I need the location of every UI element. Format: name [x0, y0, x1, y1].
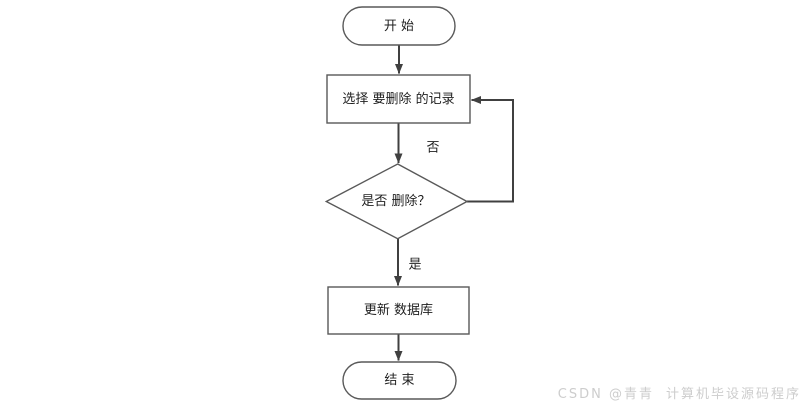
end-node-label: 结 束 [384, 373, 414, 388]
end-node [342, 361, 457, 400]
start-node-label: 开 始 [384, 19, 414, 34]
decision-node [324, 163, 469, 240]
edge-label-no: 否 [426, 141, 439, 156]
edge-label-yes: 是 [408, 258, 421, 273]
watermark-tagline: 计算机毕设源码程序 [665, 387, 801, 402]
start-node [342, 6, 456, 46]
select-record-node [326, 74, 471, 124]
watermark: CSDN @青青 计算机毕设源码程序 [558, 383, 801, 402]
update-database-node [327, 286, 470, 335]
edge-no-loopback [467, 96, 514, 203]
watermark-brand: CSDN @青青 [557, 387, 654, 402]
select-record-node-label: 选择 要删除 的记录 [342, 91, 454, 107]
update-database-node-label: 更新 数据库 [364, 302, 433, 318]
decision-node-label: 是否 删除？ [361, 194, 430, 209]
